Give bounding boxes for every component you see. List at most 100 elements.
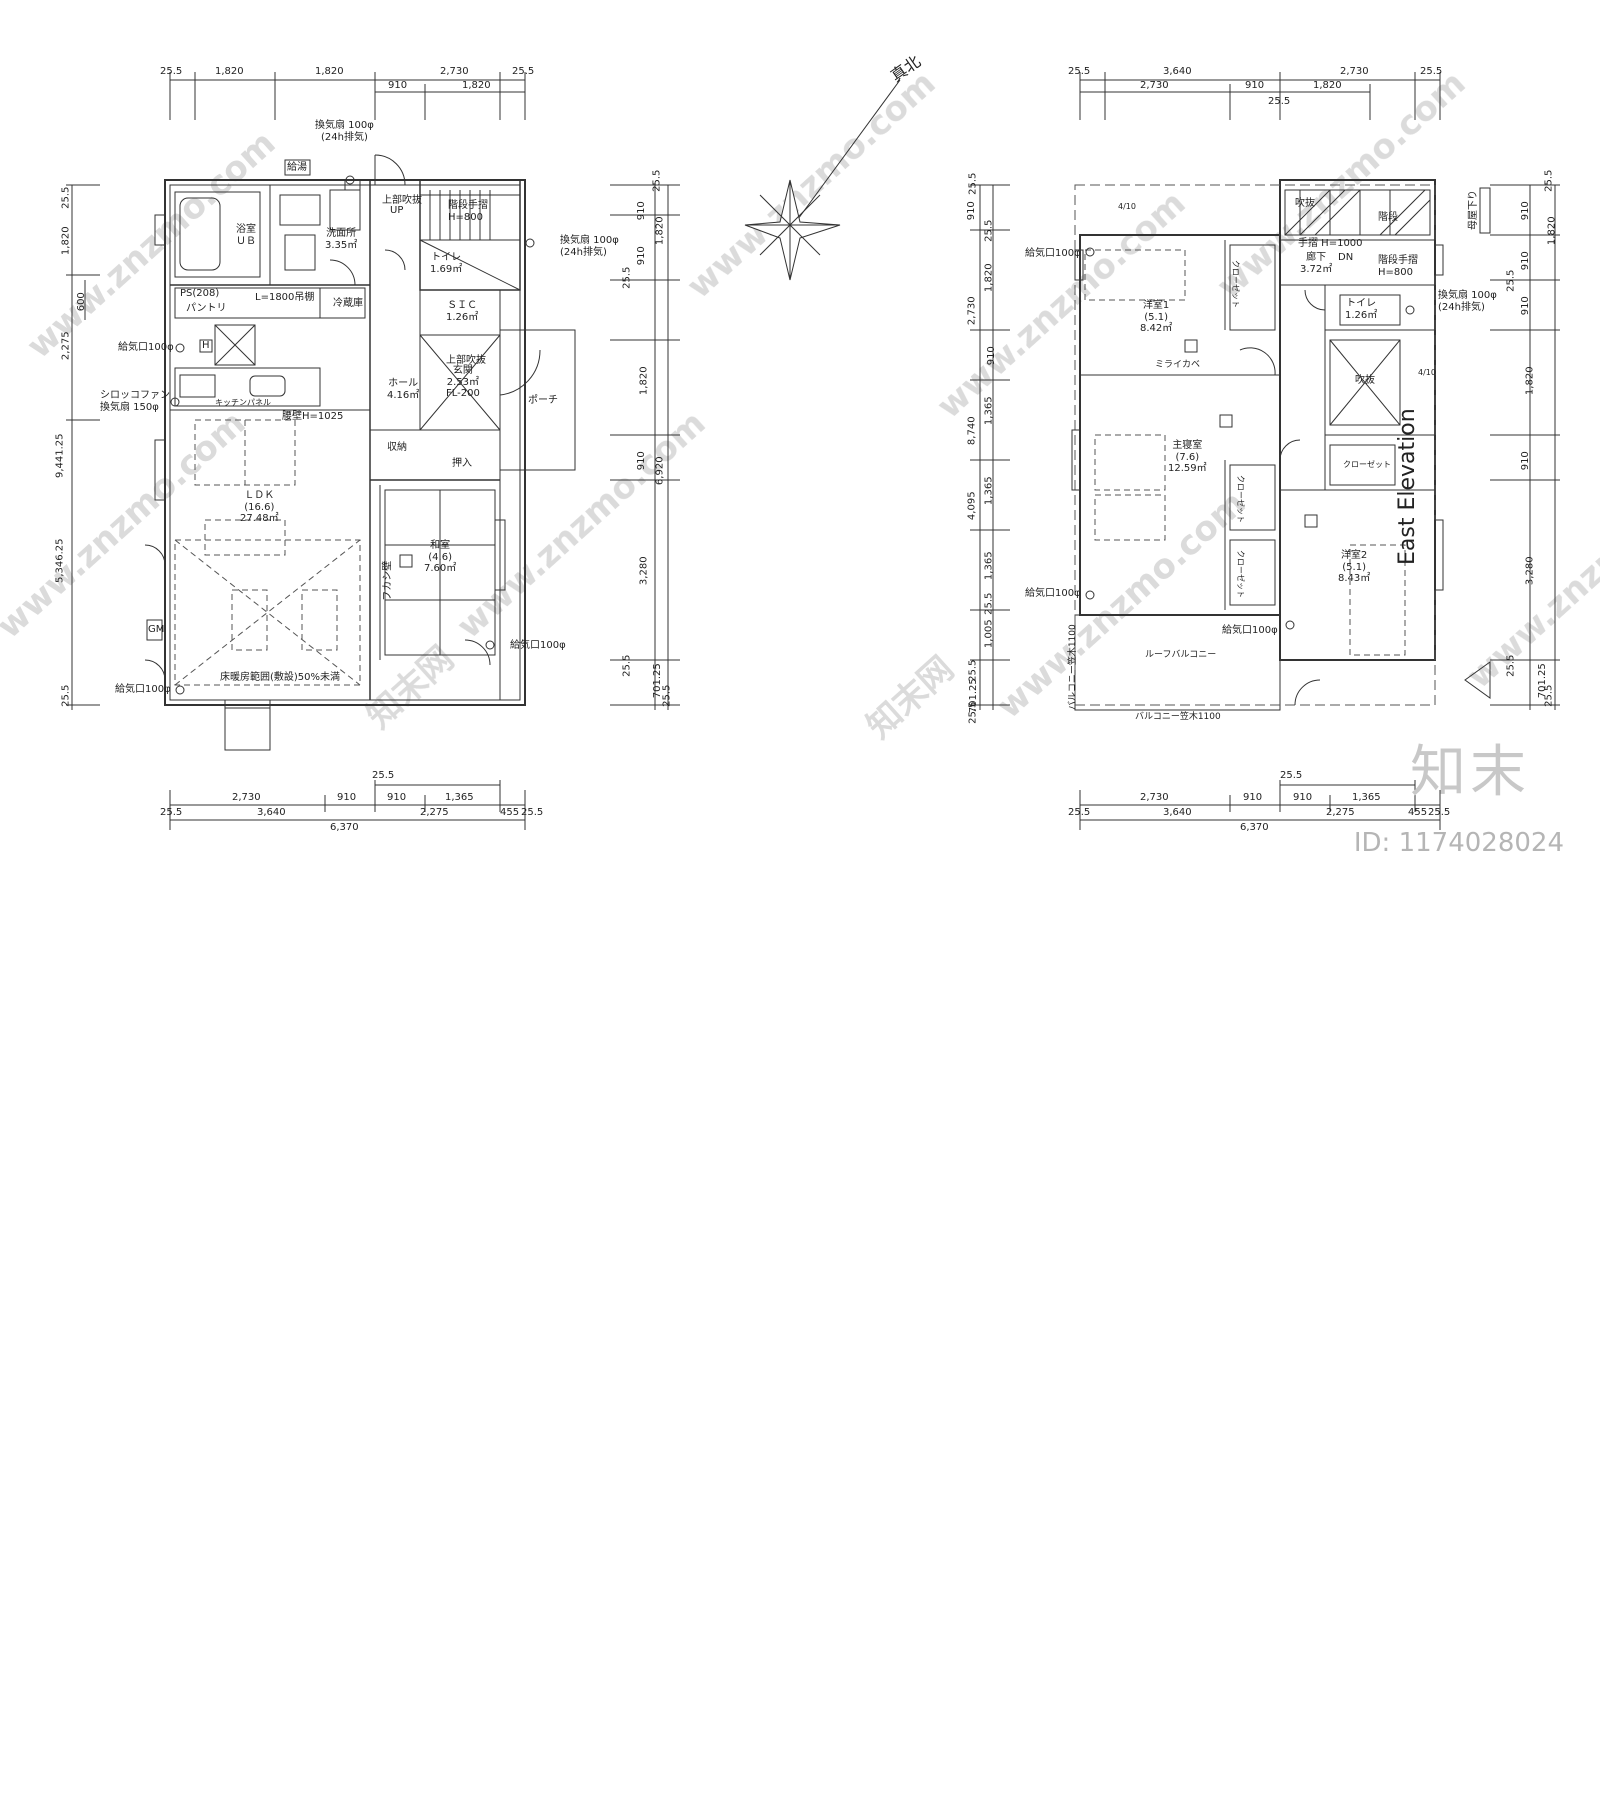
dim-label: 1,820 [983,263,995,293]
note-fan: 換気扇 100φ (24h排気) [315,120,374,143]
dim-label: 1,820 [462,80,491,91]
room-hallway: 廊下 3.72㎡ [1300,252,1333,275]
dim-label: 1,365 [983,396,995,426]
label-closet: クローゼット [1236,550,1245,598]
dim-label: 25.5 [160,807,183,818]
label-counter-wall: 腰壁H=1025 [282,411,344,422]
floor-plan-drawing: www.znzmo.com www.znzmo.com www.znzmo.co… [0,63,1600,830]
room-yoshitsu2: 洋室2 (5.1) 8.43㎡ [1338,550,1371,584]
dim-label: 910 [337,792,357,803]
dim-label: 4,095 [966,491,978,521]
label-stairs: 階段 [1378,212,1398,223]
dim-label: 3,640 [1163,66,1192,77]
dim-label: 1,365 [983,476,995,506]
label-balcony-rail: バルコニー笠木1100 [1068,624,1078,710]
dim-label: 2,730 [966,296,978,326]
dim-label: 1,820 [1546,216,1558,246]
dim-label: 25.5 [661,684,673,707]
label-stair-rail: 階段手摺 H=800 [1378,255,1418,278]
label-upper-void: 上部吹抜 [446,355,486,366]
note-air-inlet: 給気口100φ [1025,588,1081,599]
room-hall: ホール 4.16㎡ [387,378,420,401]
note-fan: 換気扇 100φ (24h排気) [1438,290,1497,313]
note-air-inlet: 給気口100φ [510,640,566,651]
dim-label: 25.5 [967,172,979,195]
room-sic: ＳＩＣ 1.26㎡ [446,300,479,323]
dim-label: 910 [1245,80,1265,91]
dim-label: 1,820 [654,216,666,246]
label-upper-void: 上部吹抜 [382,195,422,206]
dim-label: 1,365 [983,551,995,581]
dim-total-label: 6,370 [330,822,359,833]
dim-label: 2,275 [1326,807,1355,818]
label-roof-balcony: ルーフバルコニー [1145,650,1217,660]
dim-label: 600 [75,292,87,312]
dim-label: 8,740 [966,416,978,446]
north-label: 真北 [887,51,925,86]
dim-label: 25.5 [60,186,72,209]
dim-label: 25.5 [1543,169,1555,192]
dim-label: 910 [387,792,407,803]
label-kyuto: 給湯 [287,162,307,173]
north-arrow [744,79,901,281]
label-closet: クローゼット [1343,460,1391,469]
dim-label: 2,730 [1340,66,1369,77]
dim-label: 6,920 [654,456,666,486]
dim-label: 2,275 [420,807,449,818]
label-closet: クローゼット [1236,475,1245,523]
dim-label: 25.5 [1428,807,1451,818]
note-air-inlet: 給気口100φ [1222,625,1278,636]
label-floor-heating: 床暖房範囲(敷設)50%未満 [220,672,341,683]
room-bath: 浴室 ＵＢ [236,224,256,247]
dim-label: 2,730 [232,792,261,803]
room-storage: 収納 [387,442,407,453]
dim-label: 25.5 [1543,684,1555,707]
dim-total-label: 6,370 [1240,822,1269,833]
label-pantry: パントリ [186,303,227,314]
note-air-inlet: 給気口100φ [115,684,171,695]
room-ldk: ＬＤＫ (16.6) 27.48㎡ [240,490,279,524]
dim-label: 1,820 [1313,80,1342,91]
dim-label: 1,820 [638,366,650,396]
dim-label: 9,441.25 [54,433,66,479]
dim-label: 1,005 [983,619,995,649]
dim-label: 3,280 [1524,556,1536,586]
room-wash: 洗面所 3.35㎡ [325,228,358,251]
dim-label: 910 [635,201,647,221]
label-closet: クローゼット [1231,260,1240,308]
dim-label: 25.5 [621,654,633,677]
east-elevation-label: East Elevation [1395,408,1420,565]
dim-label: 25.5 [1068,807,1091,818]
text-layer: 真北 East Elevation 25.5 1,820 1,820 2,730… [54,51,1558,833]
dim-label: 1,820 [215,66,244,77]
dim-label: 25.5 [983,592,995,615]
dim-label: 25.5 [1505,654,1517,677]
dim-label: 25.5 [1068,66,1091,77]
note-air-inlet: 給気口100φ [1025,248,1081,259]
label-handrail: 手摺 H=1000 [1298,238,1363,249]
dim-label: 25.5 [160,66,183,77]
dim-label: 1,365 [1352,792,1381,803]
note-range-fan: シロッコファン 換気扇 150φ [100,390,170,413]
dim-label: 25.5 [983,219,995,242]
dim-label: 5,346.25 [54,538,66,584]
dim-label: 910 [1293,792,1313,803]
label-fukashi: フカシ壁 [382,560,394,601]
dim-label: 25.5 [1420,66,1443,77]
label-shelf: L=1800吊棚 [255,292,315,303]
first-floor-plan [66,72,680,830]
label-slope: 4/10 [1418,368,1436,377]
label-slope: 4/10 [1118,202,1136,211]
note-air-inlet: 給気口100φ [118,342,174,353]
dim-label: 25.5 [621,266,633,289]
dim-label: 910 [388,80,408,91]
brand-logo-text: 知末 [1410,740,1530,805]
dim-label: 2,730 [1140,80,1169,91]
room-yoshitsu1: 洋室1 (5.1) 8.42㎡ [1140,300,1173,334]
dim-label: 1,365 [445,792,474,803]
dim-label: 910 [965,201,977,221]
dim-label: 910 [635,451,647,471]
dim-label: 25.5 [60,684,72,707]
dim-label: 1,820 [60,226,72,256]
label-h-mark: H [202,340,210,351]
